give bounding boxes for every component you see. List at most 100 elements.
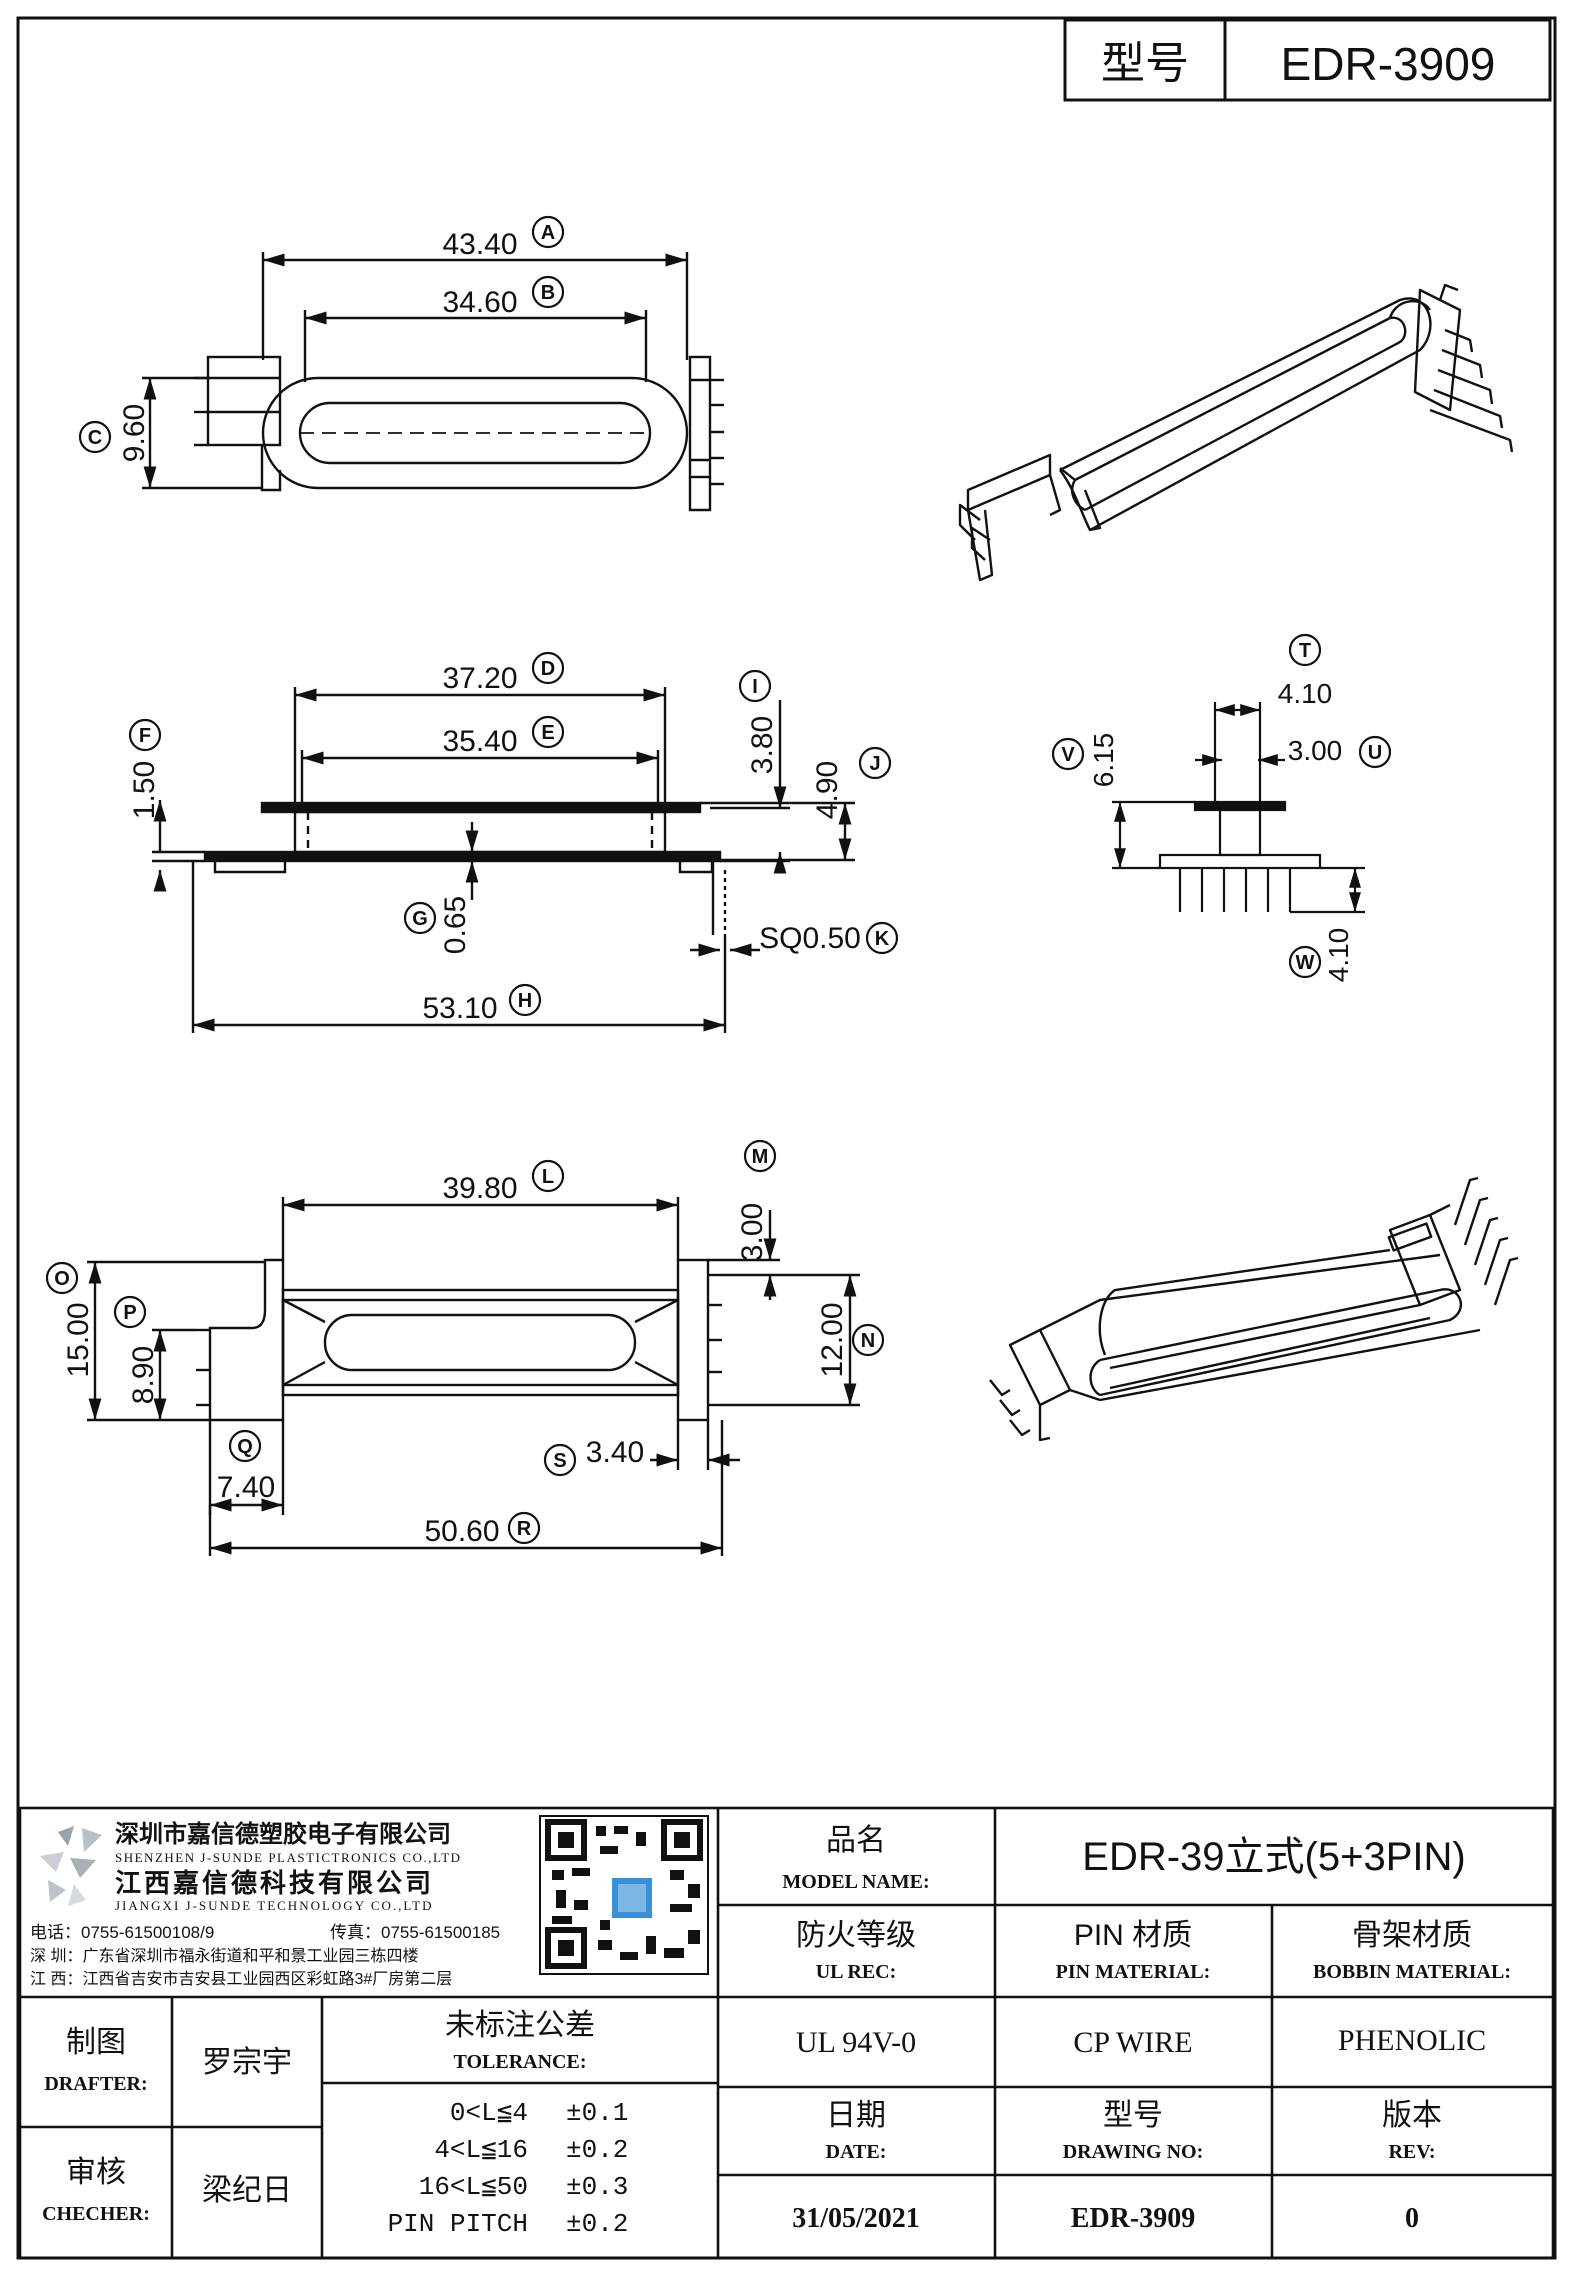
dim-d-value: 37.20 xyxy=(442,662,517,695)
company-fax: 传真：0755-61500185 xyxy=(330,1923,500,1942)
dim-k-value: SQ0.50 xyxy=(759,922,861,955)
isometric-view-top xyxy=(958,283,1514,582)
dim-g-value: 0.65 xyxy=(439,896,472,954)
front-view xyxy=(152,687,855,1033)
ul-label-en: UL REC: xyxy=(816,1961,897,1983)
dim-v-value: 6.15 xyxy=(1088,733,1119,788)
bottom-view xyxy=(87,1197,860,1556)
svg-text:T: T xyxy=(1299,640,1311,662)
dim-p-value: 8.90 xyxy=(127,1346,160,1404)
svg-text:D: D xyxy=(541,658,555,680)
tolerance-value: ±0.3 xyxy=(566,2172,628,2202)
tolerance-range: 0<L≦4 xyxy=(450,2098,528,2128)
callout-letters: ABC DEF GHI JK TUV W LMN OPQ RS xyxy=(54,222,1382,1540)
drafter-label-en: DRAFTER: xyxy=(44,2073,147,2095)
drawing-no-value: EDR-3909 xyxy=(1071,2203,1195,2234)
tolerance-range: 4<L≦16 xyxy=(434,2135,528,2165)
svg-text:S: S xyxy=(553,1450,566,1472)
model-name-label-en: MODEL NAME: xyxy=(782,1871,929,1893)
top-model-label: 型号 xyxy=(1101,39,1189,88)
tolerance-range: PIN PITCH xyxy=(388,2209,528,2239)
tolerance-label-cn: 未标注公差 xyxy=(445,2009,595,2042)
svg-text:C: C xyxy=(88,427,102,449)
dim-t-value: 4.10 xyxy=(1278,678,1333,709)
dim-l-value: 39.80 xyxy=(442,1172,517,1205)
svg-text:I: I xyxy=(752,676,758,698)
dim-i-value: 3.80 xyxy=(746,716,779,774)
model-name-value: EDR-39立式(5+3PIN) xyxy=(1082,1835,1465,1879)
checker-label-cn: 审核 xyxy=(66,2156,126,2189)
pin-material-label-en: PIN MATERIAL: xyxy=(1056,1961,1211,1983)
dim-j-value: 4.90 xyxy=(811,761,844,819)
dim-w-value: 4.10 xyxy=(1323,928,1354,983)
rev-value: 0 xyxy=(1405,2203,1419,2234)
svg-text:E: E xyxy=(541,722,554,744)
pin-material-label-cn: PIN 材质 xyxy=(1074,1919,1192,1952)
dim-s-value: 3.40 xyxy=(586,1436,644,1469)
svg-text:M: M xyxy=(752,1146,769,1168)
title-block-grid xyxy=(18,1806,1555,2260)
side-view xyxy=(1112,702,1365,914)
tolerance-value: ±0.1 xyxy=(566,2098,628,2128)
bobbin-material-value: PHENOLIC xyxy=(1338,2024,1486,2057)
svg-text:N: N xyxy=(861,1330,875,1352)
svg-text:K: K xyxy=(875,928,890,950)
company-name-cn-1: 深圳市嘉信德塑胶电子有限公司 xyxy=(115,1820,451,1848)
svg-text:R: R xyxy=(517,1518,532,1540)
drawing-no-label-en: DRAWING NO: xyxy=(1063,2141,1204,2163)
tolerance-value: ±0.2 xyxy=(566,2135,628,2165)
dim-h-value: 53.10 xyxy=(422,992,497,1025)
svg-text:J: J xyxy=(869,753,880,775)
svg-text:A: A xyxy=(541,222,555,244)
svg-text:B: B xyxy=(541,282,555,304)
dim-q-value: 7.40 xyxy=(217,1471,275,1504)
bobbin-material-label-cn: 骨架材质 xyxy=(1352,1919,1472,1952)
qr-code xyxy=(539,1815,709,1975)
date-value: 31/05/2021 xyxy=(792,2203,920,2234)
dim-o-value: 15.00 xyxy=(62,1302,95,1377)
svg-text:V: V xyxy=(1061,744,1075,766)
checker-label-en: CHECHER: xyxy=(42,2203,150,2225)
dim-b-value: 34.60 xyxy=(442,286,517,319)
sheet-border xyxy=(16,16,1557,2260)
top-title-box: 型号 EDR-3909 xyxy=(1063,18,1552,102)
company-name-en-2: JIANGXI J-SUNDE TECHNOLOGY CO.,LTD xyxy=(115,1898,434,1913)
dim-m-value: 3.00 xyxy=(736,1203,769,1261)
company-address-jiangxi: 江 西：江西省吉安市吉安县工业园西区彩虹路3#厂房第二层 xyxy=(30,1970,452,1988)
tolerance-table: 0<L≦4 ±0.1 4<L≦16 ±0.2 16<L≦50 ±0.3 PIN … xyxy=(388,2098,629,2239)
svg-text:P: P xyxy=(123,1302,136,1324)
company-logo xyxy=(40,1826,102,1906)
dim-a-value: 43.40 xyxy=(442,228,517,261)
model-name-label-cn: 品名 xyxy=(826,1824,886,1857)
drafter-label-cn: 制图 xyxy=(66,2026,126,2059)
drafter-value: 罗宗宇 xyxy=(202,2046,292,2079)
pin-material-value: CP WIRE xyxy=(1073,2026,1192,2059)
dim-f-value: 1.50 xyxy=(128,761,161,819)
top-view xyxy=(142,252,724,512)
svg-text:G: G xyxy=(412,908,428,930)
svg-text:H: H xyxy=(518,990,532,1012)
rev-label-en: REV: xyxy=(1388,2141,1435,2163)
svg-text:U: U xyxy=(1368,742,1382,764)
dim-u-value: 3.00 xyxy=(1288,735,1343,766)
svg-text:O: O xyxy=(54,1268,70,1290)
rev-label-cn: 版本 xyxy=(1382,2099,1442,2132)
drawing-no-label-cn: 型号 xyxy=(1103,2099,1163,2132)
date-label-en: DATE: xyxy=(826,2141,887,2163)
dim-r-value: 50.60 xyxy=(424,1515,499,1548)
company-name-en-1: SHENZHEN J-SUNDE PLASTICTRONICS CO.,LTD xyxy=(115,1850,462,1865)
callout-markers xyxy=(45,215,1392,1545)
ul-value: UL 94V-0 xyxy=(796,2026,916,2059)
svg-text:Q: Q xyxy=(237,1436,253,1458)
company-phone: 电话：0755-61500108/9 xyxy=(30,1923,214,1942)
date-label-cn: 日期 xyxy=(826,2099,886,2132)
tolerance-label-en: TOLERANCE: xyxy=(454,2051,587,2073)
svg-text:L: L xyxy=(542,1166,554,1188)
ul-label-cn: 防火等级 xyxy=(796,1919,916,1952)
dim-e-value: 35.40 xyxy=(442,725,517,758)
top-model-value: EDR-3909 xyxy=(1281,38,1496,90)
bobbin-material-label-en: BOBBIN MATERIAL: xyxy=(1313,1961,1511,1983)
dim-c-value: 9.60 xyxy=(118,404,151,462)
dim-n-value: 12.00 xyxy=(816,1302,849,1377)
